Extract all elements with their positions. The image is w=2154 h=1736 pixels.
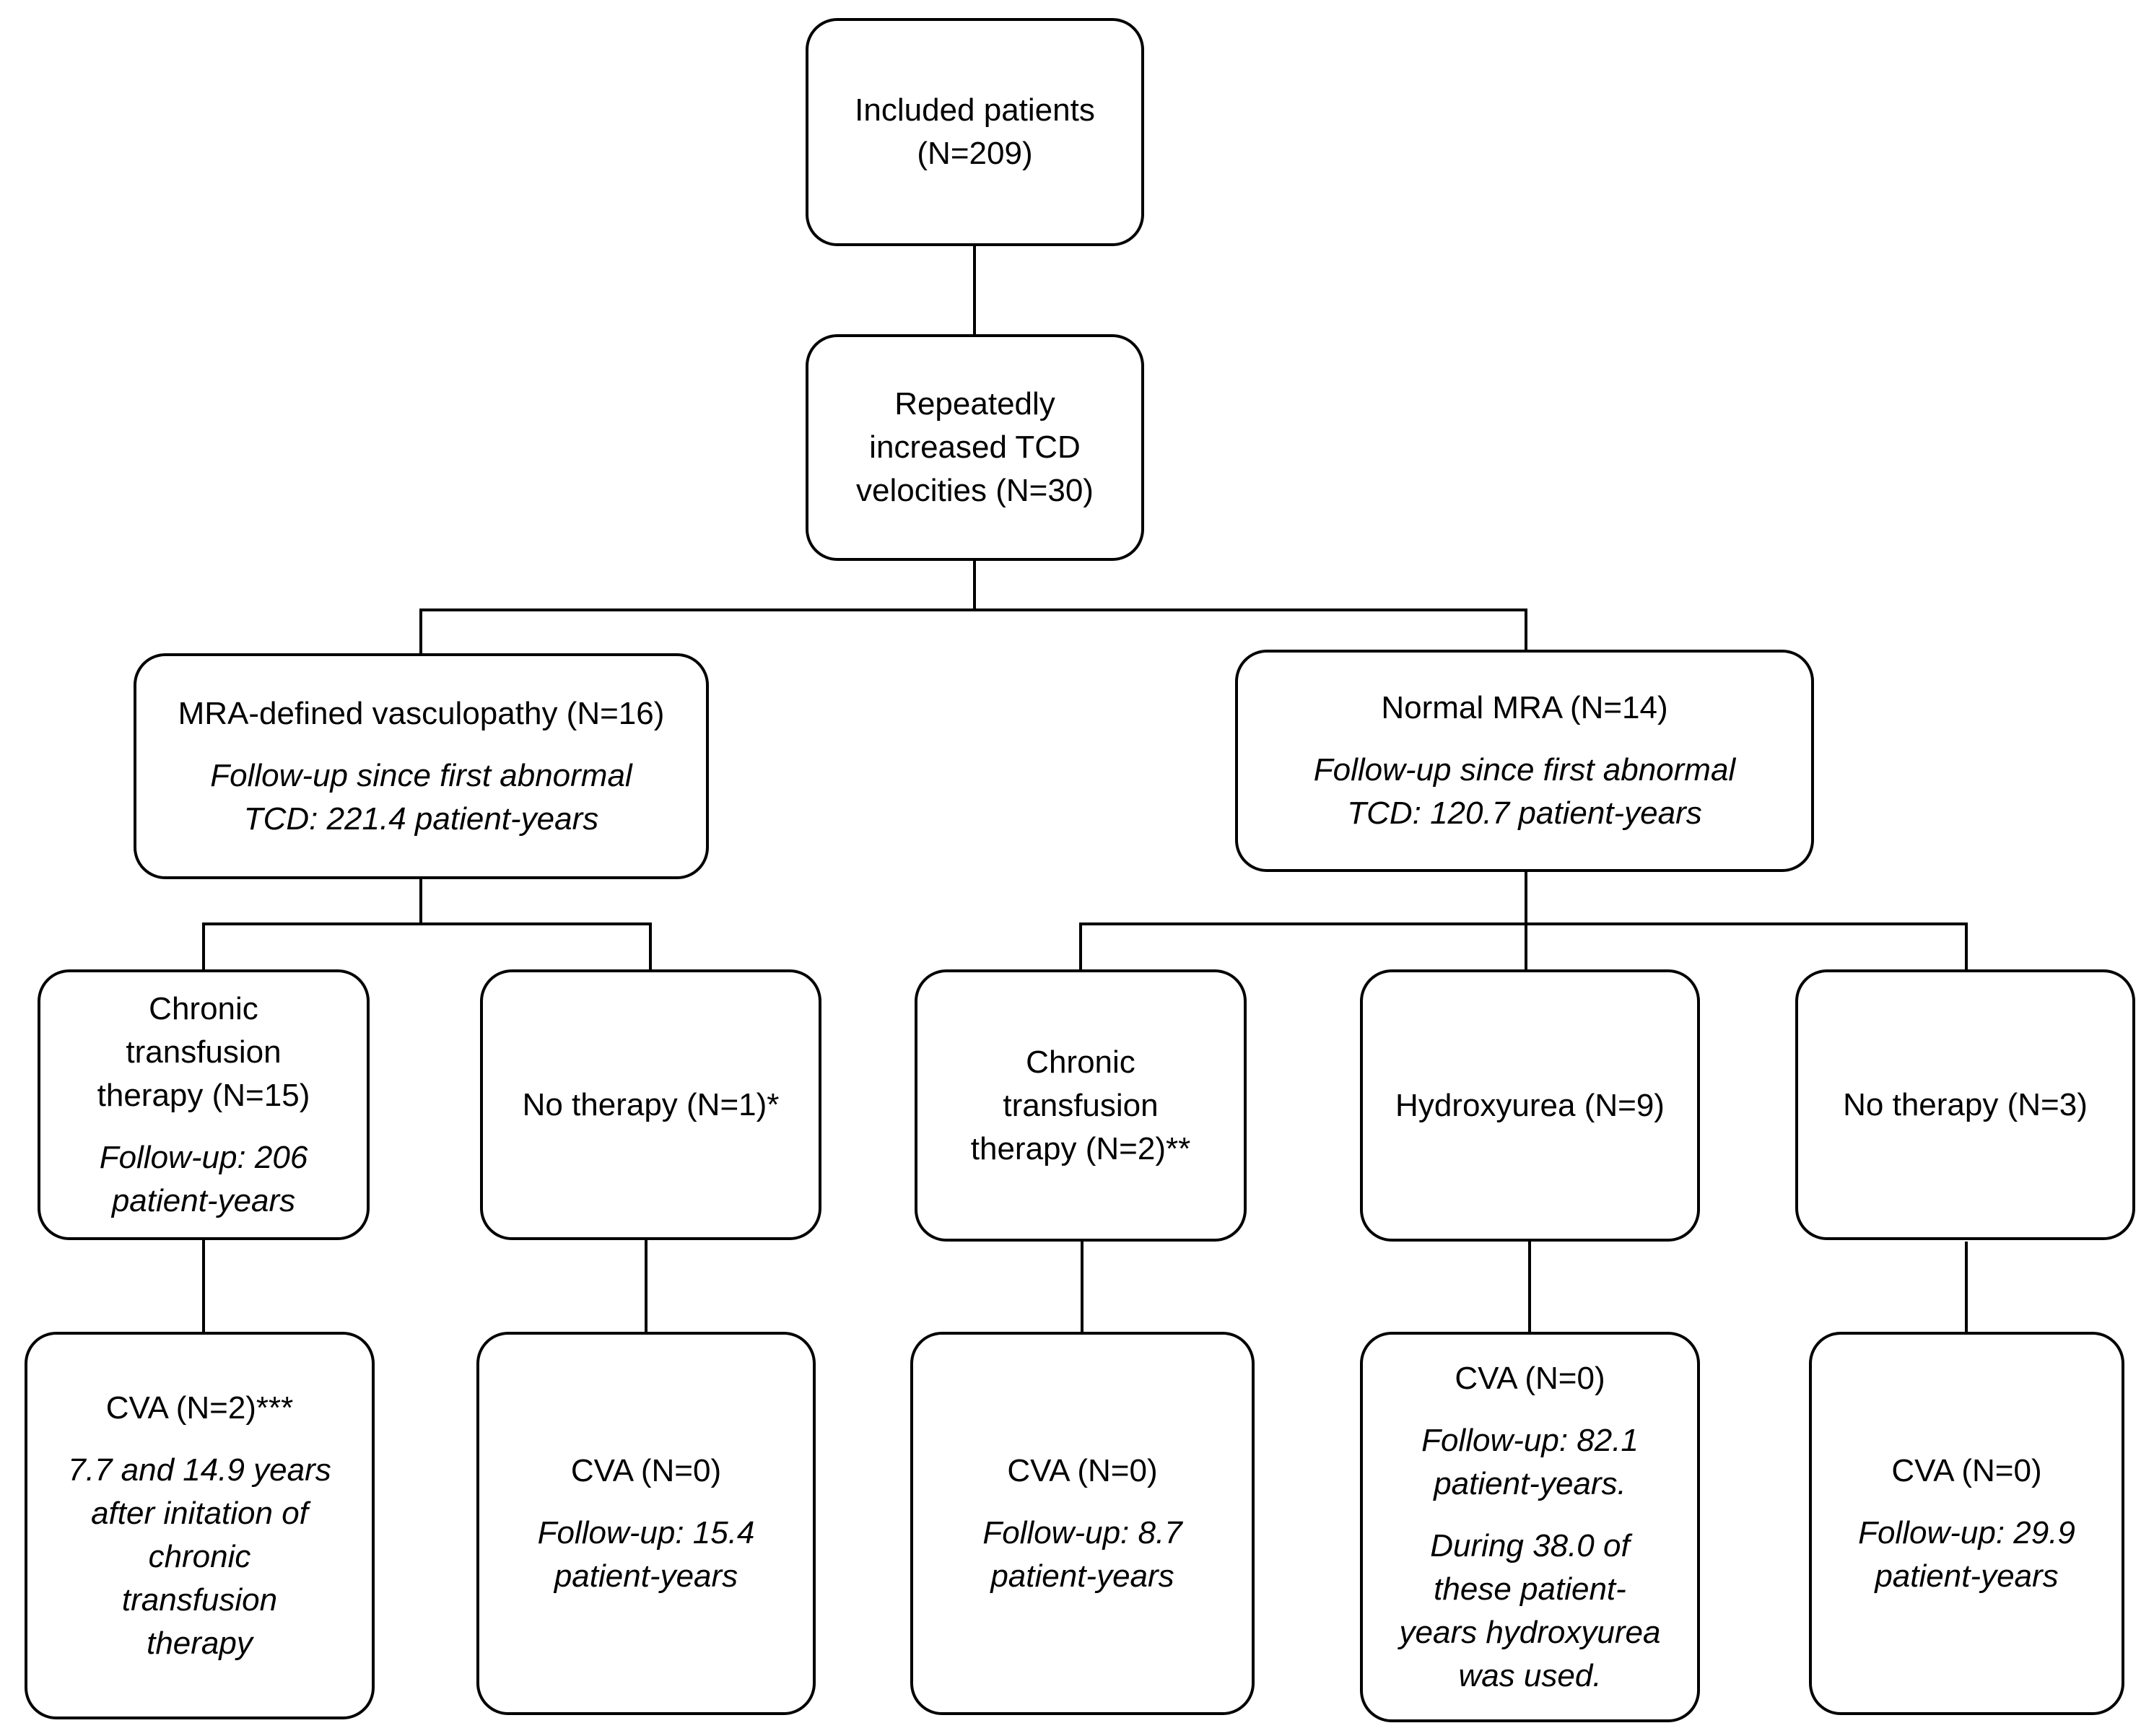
node-title: Repeatedly increased TCD velocities (N=3… <box>856 386 1094 508</box>
node-chronic-transfusion-n2: Chronic transfusion therapy (N=2)** <box>915 969 1247 1242</box>
node-title: No therapy (N=3) <box>1843 1086 2088 1122</box>
node-title: CVA (N=0) <box>1455 1360 1605 1396</box>
connector-normal-mra-branch-horizontal <box>1079 922 1968 925</box>
node-cva-n0-ctt-n2: CVA (N=0) Follow-up: 8.7 patient-years <box>910 1332 1255 1715</box>
connector-mra-stub-down <box>419 879 422 925</box>
node-title: Hydroxyurea (N=9) <box>1395 1087 1665 1123</box>
connector-drop-to-no-therapy-1 <box>649 922 652 969</box>
connector-ctt15-to-cva <box>202 1240 205 1332</box>
node-title: CVA (N=0) <box>570 1452 722 1488</box>
connector-tcd-stub-down <box>973 561 976 611</box>
node-cva-n0-no-therapy-n1: CVA (N=0) Follow-up: 15.4 patient-years <box>476 1332 816 1715</box>
connector-tcd-branch-horizontal <box>419 609 1527 611</box>
node-note-secondary: During 38.0 of these patient- years hydr… <box>1399 1527 1661 1693</box>
node-note: Follow-up since first abnormal TCD: 221.… <box>210 757 632 837</box>
node-title: Included patients (N=209) <box>855 92 1095 171</box>
node-note: Follow-up: 206 patient-years <box>99 1139 308 1218</box>
node-title: Chronic transfusion therapy (N=2)** <box>970 1044 1191 1166</box>
node-title: Normal MRA (N=14) <box>1381 690 1668 725</box>
connector-no-therapy-1-to-cva <box>645 1240 647 1332</box>
node-note: Follow-up: 29.9 patient-years <box>1858 1514 2075 1594</box>
connector-drop-to-normal-mra <box>1525 609 1527 650</box>
connector-drop-to-ctt2 <box>1079 922 1082 969</box>
node-included-patients: Included patients (N=209) <box>806 18 1144 246</box>
node-note: Follow-up: 15.4 patient-years <box>537 1514 755 1594</box>
connector-normal-mra-stub-down <box>1525 872 1527 969</box>
node-cva-n0-no-therapy-n3: CVA (N=0) Follow-up: 29.9 patient-years <box>1809 1332 2124 1715</box>
node-cva-n2-after-ctt: CVA (N=2)*** 7.7 and 14.9 years after in… <box>25 1332 375 1719</box>
connector-hydroxyurea-to-cva <box>1528 1242 1531 1332</box>
node-no-therapy-n1: No therapy (N=1)* <box>480 969 821 1240</box>
node-no-therapy-n3: No therapy (N=3) <box>1795 969 2135 1240</box>
node-title: Chronic transfusion therapy (N=15) <box>97 990 310 1113</box>
node-note: 7.7 and 14.9 years after initation of ch… <box>68 1452 331 1661</box>
node-cva-n0-hydroxyurea: CVA (N=0) Follow-up: 82.1 patient-years.… <box>1360 1332 1700 1722</box>
node-title: CVA (N=0) <box>1007 1452 1158 1488</box>
node-normal-mra: Normal MRA (N=14) Follow-up since first … <box>1235 650 1814 872</box>
connector-no-therapy-3-to-cva <box>1965 1242 1968 1332</box>
node-title: CVA (N=2)*** <box>105 1390 294 1426</box>
connector-drop-to-no-therapy-3 <box>1965 922 1968 969</box>
node-title: CVA (N=0) <box>1891 1452 2042 1488</box>
node-chronic-transfusion-n15: Chronic transfusion therapy (N=15) Follo… <box>38 969 370 1240</box>
node-note: Follow-up: 8.7 patient-years <box>982 1514 1182 1594</box>
node-note: Follow-up since first abnormal TCD: 120.… <box>1313 752 1736 831</box>
node-title: No therapy (N=1)* <box>522 1086 780 1122</box>
node-hydroxyurea-n9: Hydroxyurea (N=9) <box>1360 969 1700 1242</box>
node-note: Follow-up: 82.1 patient-years. <box>1421 1422 1639 1501</box>
node-title: MRA-defined vasculopathy (N=16) <box>178 695 665 731</box>
connector-ctt2-to-cva <box>1081 1242 1083 1332</box>
node-mra-defined-vasculopathy: MRA-defined vasculopathy (N=16) Follow-u… <box>134 653 709 879</box>
connector-drop-to-ctt15 <box>202 922 205 969</box>
node-repeatedly-increased-tcd: Repeatedly increased TCD velocities (N=3… <box>806 334 1144 561</box>
connector-included-to-tcd <box>973 246 976 334</box>
connector-drop-to-mra <box>419 609 422 653</box>
connector-mra-branch-horizontal <box>202 922 652 925</box>
